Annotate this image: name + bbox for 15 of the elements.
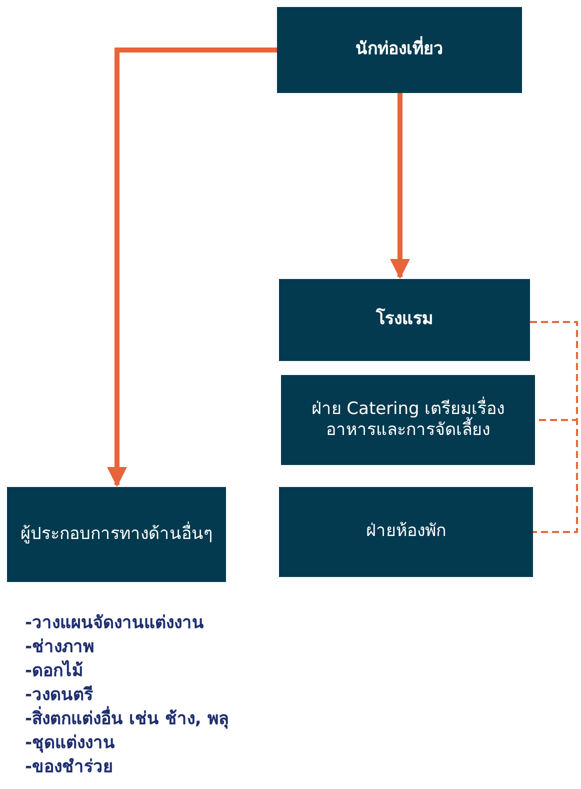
process-box: ผู้ประกอบการทางด้านอื่นๆ <box>7 487 226 582</box>
process-box: ฝ่าย Catering เตรียมเรื่องอาหารและการจัดเลี้ยง <box>281 375 535 465</box>
list-item: -ของชำร่วย <box>25 756 114 778</box>
dashed-connector <box>530 321 578 533</box>
process-box: นักท่องเที่ยว <box>277 7 522 93</box>
process-box: ฝ่ายห้องพัก <box>279 487 533 577</box>
list-item: -ช่างภาพ <box>25 636 94 658</box>
process-box: โรงแรม <box>279 279 530 361</box>
list-item: -ดอกไม้ <box>25 660 84 682</box>
list-item: -วงดนตรี <box>25 684 94 706</box>
list-item: -วางแผนจัดงานแต่งงาน <box>25 612 204 634</box>
list-item: -สิ่งตกแต่งอื่น เช่น ช้าง, พลุ <box>25 708 228 730</box>
list-item: -ชุดแต่งงาน <box>25 732 116 754</box>
arrow <box>107 48 277 487</box>
arrow <box>390 93 410 279</box>
